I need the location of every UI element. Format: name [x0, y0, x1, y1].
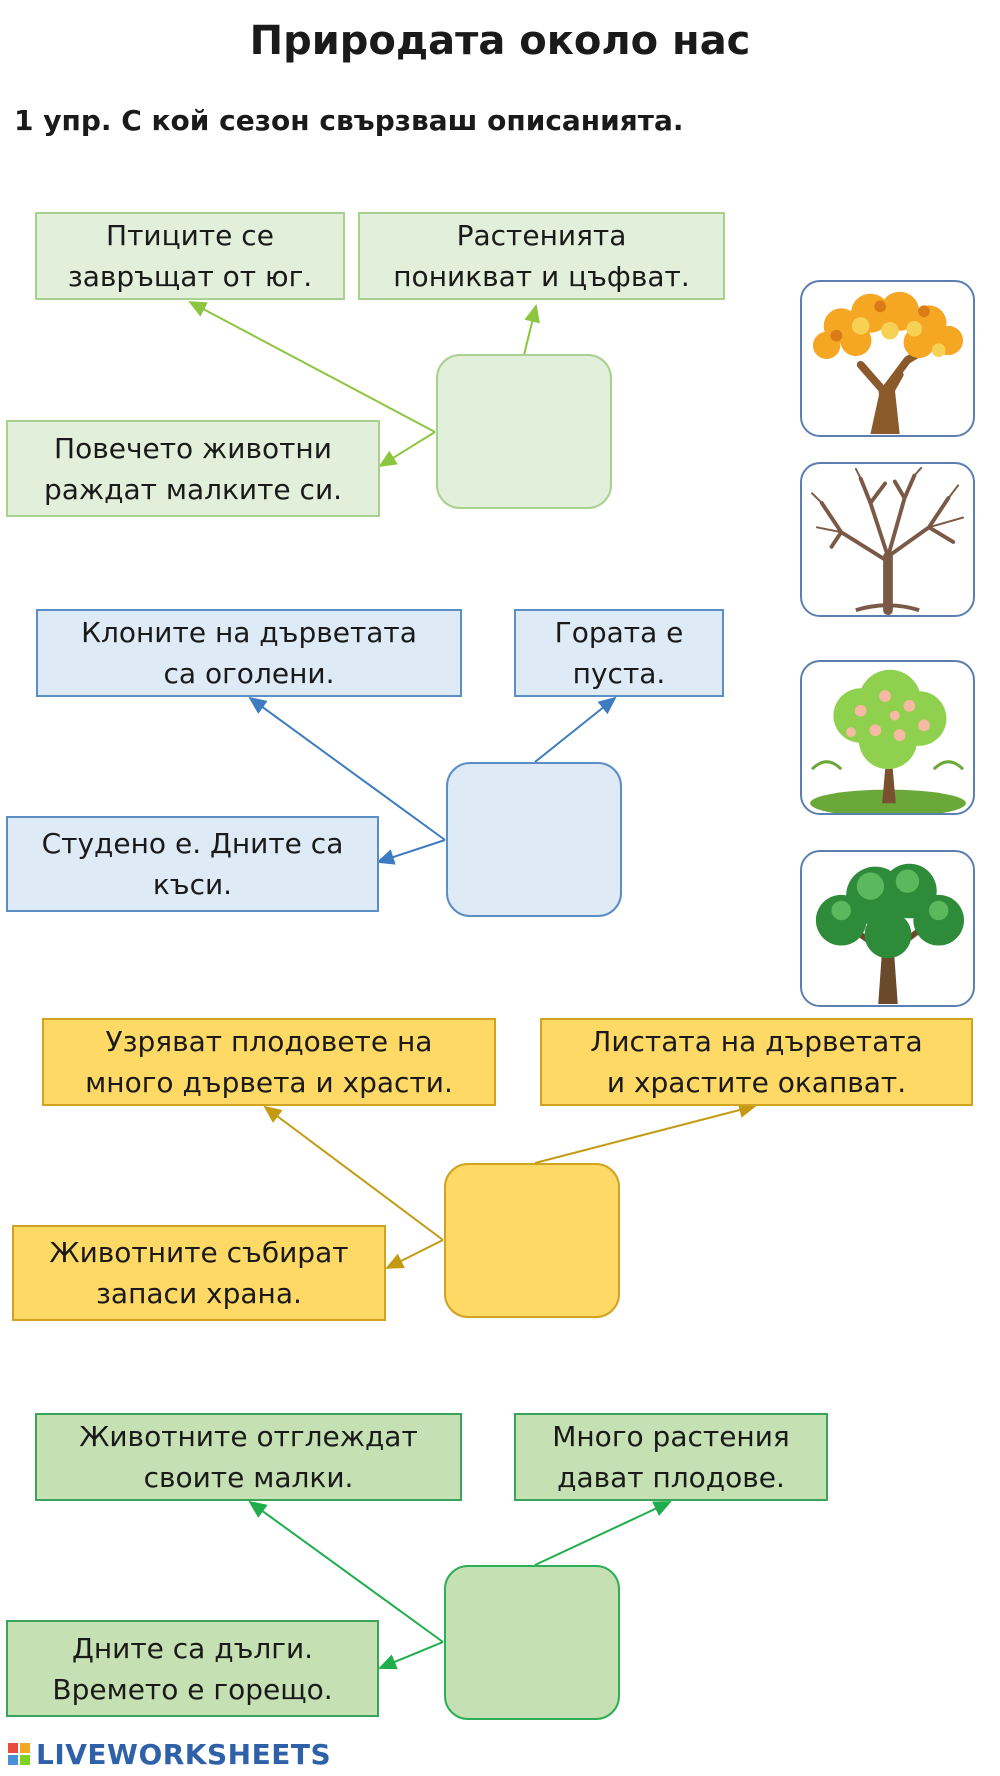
bare-winter-tree-icon[interactable] [800, 462, 975, 617]
season-drop-zone[interactable] [444, 1565, 620, 1720]
statement-box[interactable]: Гората е пуста. [514, 609, 724, 697]
arrow [376, 839, 446, 865]
logo-icon [8, 1742, 30, 1765]
autumn-tree-icon[interactable] [800, 280, 975, 437]
season-drop-zone[interactable] [444, 1163, 620, 1318]
statement-box[interactable]: Животните отглеждат своите малки. [35, 1413, 462, 1501]
arrow [534, 696, 617, 763]
arrow [188, 301, 436, 433]
arrow [523, 304, 540, 356]
green-summer-tree-icon[interactable] [800, 850, 975, 1007]
page-title: Природата около нас [249, 18, 751, 64]
statement-box[interactable]: Животните събират запаси храна. [12, 1225, 386, 1321]
arrow [248, 696, 446, 841]
arrow [248, 1500, 444, 1643]
season-drop-zone[interactable] [436, 354, 612, 509]
season-drop-zone[interactable] [446, 762, 622, 917]
statement-box[interactable]: Повечето животни раждат малките си. [6, 420, 380, 517]
arrow [263, 1105, 444, 1241]
arrow [378, 431, 436, 468]
arrow [534, 1102, 757, 1164]
arrow [534, 1501, 672, 1566]
liveworksheets-logo: LIVEWORKSHEETS [8, 1738, 331, 1771]
statement-box[interactable]: Студено е. Дните са къси. [6, 816, 379, 912]
brand-name: LIVEWORKSHEETS [36, 1738, 332, 1771]
statement-box[interactable]: Узряват плодовете на много дървета и хра… [42, 1018, 496, 1106]
statement-box[interactable]: Птиците се завръщат от юг. [35, 212, 345, 300]
statement-box[interactable]: Листата на дърветата и храстите окапват. [540, 1018, 973, 1106]
statement-box[interactable]: Растенията поникват и цъфват. [358, 212, 725, 300]
arrow [385, 1239, 444, 1269]
blossoming-spring-tree-icon[interactable] [800, 660, 975, 815]
statement-box[interactable]: Дните са дълги. Времето е горещо. [6, 1620, 379, 1717]
arrow [378, 1641, 444, 1670]
statement-box[interactable]: Клоните на дърветата са оголени. [36, 609, 462, 697]
exercise-instruction: 1 упр. С кой сезон свързваш описанията. [14, 104, 684, 137]
statement-box[interactable]: Много растения дават плодове. [514, 1413, 828, 1501]
